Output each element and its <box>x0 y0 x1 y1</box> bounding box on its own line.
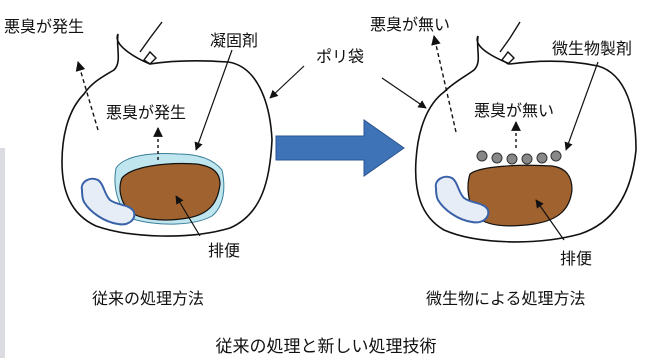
left-feces-label: 排便 <box>208 241 240 260</box>
left-odor-arrow-top <box>75 61 99 131</box>
transition-arrow <box>275 119 405 177</box>
left-odor-inner-label: 悪臭が発生 <box>106 103 186 122</box>
right-pad <box>434 175 490 224</box>
left-coagulant-leader <box>194 49 233 151</box>
left-odor-top-label: 悪臭が発生 <box>4 17 84 36</box>
bag-leader-left <box>269 65 305 99</box>
left-method-label: 従来の処理方法 <box>92 289 204 308</box>
microbe-dot <box>536 152 548 164</box>
left-hand-shape <box>139 21 163 65</box>
microbe-dot <box>506 153 518 165</box>
right-hand-shape <box>499 21 521 65</box>
right-odor-top-label: 悪臭が無い <box>370 15 450 34</box>
right-feces-leader <box>535 199 565 241</box>
right-panel: 悪臭が無い 微生物製剤 悪臭が無い 排便 微生物による処理方法 <box>370 15 637 308</box>
left-panel: 悪臭が発生 凝固剤 悪臭が発生 排便 従来の処理方法 <box>4 17 273 308</box>
microbe-dot <box>521 153 533 165</box>
left-pad <box>80 177 136 226</box>
left-coagulant-label: 凝固剤 <box>210 31 258 50</box>
right-odor-inner-label: 悪臭が無い <box>474 101 554 120</box>
bag-label: ポリ袋 <box>316 47 364 66</box>
right-odor-arrow-top <box>431 35 457 133</box>
right-method-label: 微生物による処理方法 <box>426 289 586 308</box>
bag-leader-right <box>381 77 427 109</box>
right-microbe-leader <box>564 61 599 151</box>
diagram-caption: 従来の処理と新しい処理技術 <box>216 337 437 357</box>
right-microbe-label: 微生物製剤 <box>552 39 632 58</box>
left-feces <box>119 162 221 221</box>
left-edge-bar <box>0 148 5 358</box>
microbe-dot <box>476 150 488 162</box>
left-feces-leader <box>175 195 201 237</box>
right-feces-label: 排便 <box>560 249 592 268</box>
center-area: ポリ袋 <box>269 47 427 177</box>
microbe-dot <box>491 152 503 164</box>
microbe-dot <box>550 150 562 162</box>
